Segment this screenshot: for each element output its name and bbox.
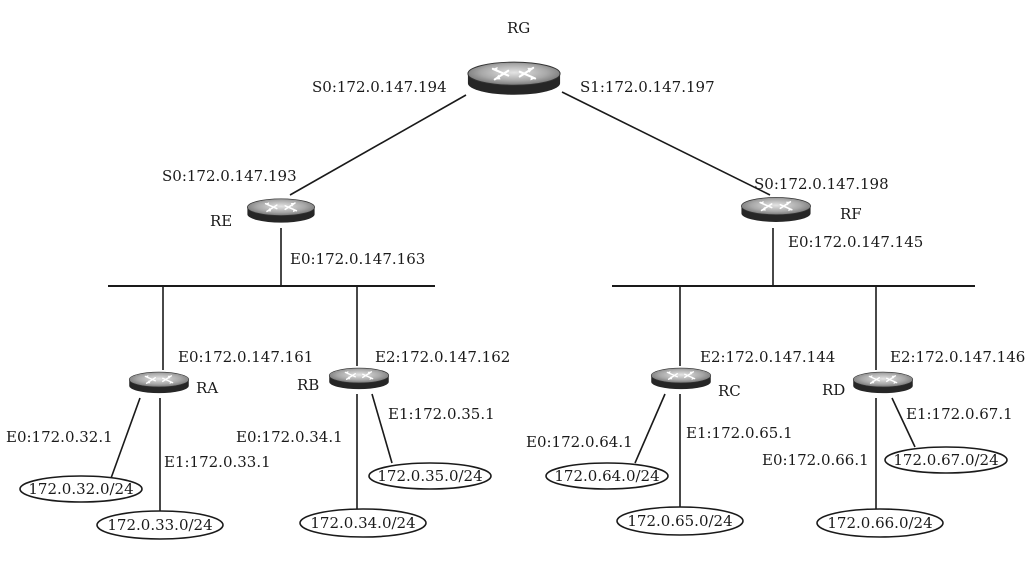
router-ra[interactable]: RA [128, 371, 218, 397]
router-rb-name: RB [297, 376, 319, 394]
link-rc-n64 [634, 393, 666, 464]
rc-e0-label: E0:172.0.64.1 [526, 433, 633, 451]
ra-e1-label: E1:172.0.33.1 [164, 453, 271, 471]
rb-e2-label: E2:172.0.147.162 [375, 348, 510, 366]
router-ra-icon [128, 371, 190, 395]
rd-e0-label: E0:172.0.66.1 [762, 451, 869, 469]
router-ra-name: RA [196, 379, 218, 397]
network-label: 172.0.67.0/24 [893, 451, 998, 469]
network-label: 172.0.35.0/24 [377, 467, 482, 485]
router-rb-icon [328, 367, 390, 391]
router-rg-icon [466, 60, 562, 97]
re-e0-label: E0:172.0.147.163 [290, 250, 425, 268]
rb-e0-label: E0:172.0.34.1 [236, 428, 343, 446]
network-172-0-34-0: 172.0.34.0/24 [299, 508, 427, 538]
rf-e0-label: E0:172.0.147.145 [788, 233, 923, 251]
rd-e1-label: E1:172.0.67.1 [906, 405, 1013, 423]
network-172-0-67-0: 172.0.67.0/24 [884, 446, 1008, 474]
rg-s1-label: S1:172.0.147.197 [580, 78, 715, 96]
network-172-0-66-0: 172.0.66.0/24 [816, 508, 944, 538]
network-label: 172.0.34.0/24 [310, 514, 415, 532]
link-rd-n67 [891, 397, 916, 448]
router-re[interactable]: RE [210, 197, 316, 230]
router-re-icon [246, 197, 316, 224]
network-label: 172.0.33.0/24 [107, 516, 212, 534]
router-rc[interactable]: RC [650, 367, 741, 400]
network-172-0-32-0: 172.0.32.0/24 [19, 475, 143, 503]
rb-e1-label: E1:172.0.35.1 [388, 405, 495, 423]
ra-e0-label: E0:172.0.32.1 [6, 428, 113, 446]
network-172-0-33-0: 172.0.33.0/24 [96, 510, 224, 540]
network-label: 172.0.65.0/24 [627, 512, 732, 530]
network-label: 172.0.64.0/24 [554, 467, 659, 485]
router-rd-name: RD [822, 381, 845, 399]
router-rf-name: RF [840, 205, 862, 223]
router-rd-icon [852, 371, 914, 395]
network-label: 172.0.66.0/24 [827, 514, 932, 532]
network-172-0-35-0: 172.0.35.0/24 [368, 462, 492, 490]
router-rc-icon [650, 367, 712, 391]
rf-s0-label: S0:172.0.147.198 [754, 175, 889, 193]
router-rg-name: RG [507, 19, 530, 37]
rc-e1-label: E1:172.0.65.1 [686, 424, 793, 442]
network-172-0-65-0: 172.0.65.0/24 [616, 506, 744, 536]
rd-e2-label: E2:172.0.147.146 [890, 348, 1025, 366]
rg-s0-label: S0:172.0.147.194 [312, 78, 447, 96]
rc-e2-label: E2:172.0.147.144 [700, 348, 835, 366]
router-rb[interactable]: RB [297, 367, 390, 394]
router-re-name: RE [210, 212, 232, 230]
link-rg-rf [561, 91, 771, 196]
link-ra-n32 [109, 397, 141, 482]
link-rb-n35 [371, 393, 393, 464]
network-label: 172.0.32.0/24 [28, 480, 133, 498]
router-rf[interactable]: RF [740, 196, 862, 224]
link-rg-re [289, 94, 467, 196]
ra-e0-bus-label: E0:172.0.147.161 [178, 348, 313, 366]
router-rg[interactable]: RG [466, 19, 562, 97]
router-rc-name: RC [718, 382, 741, 400]
router-rf-icon [740, 196, 812, 224]
network-172-0-64-0: 172.0.64.0/24 [545, 462, 669, 490]
router-rd[interactable]: RD [822, 371, 914, 399]
re-s0-label: S0:172.0.147.193 [162, 167, 297, 185]
